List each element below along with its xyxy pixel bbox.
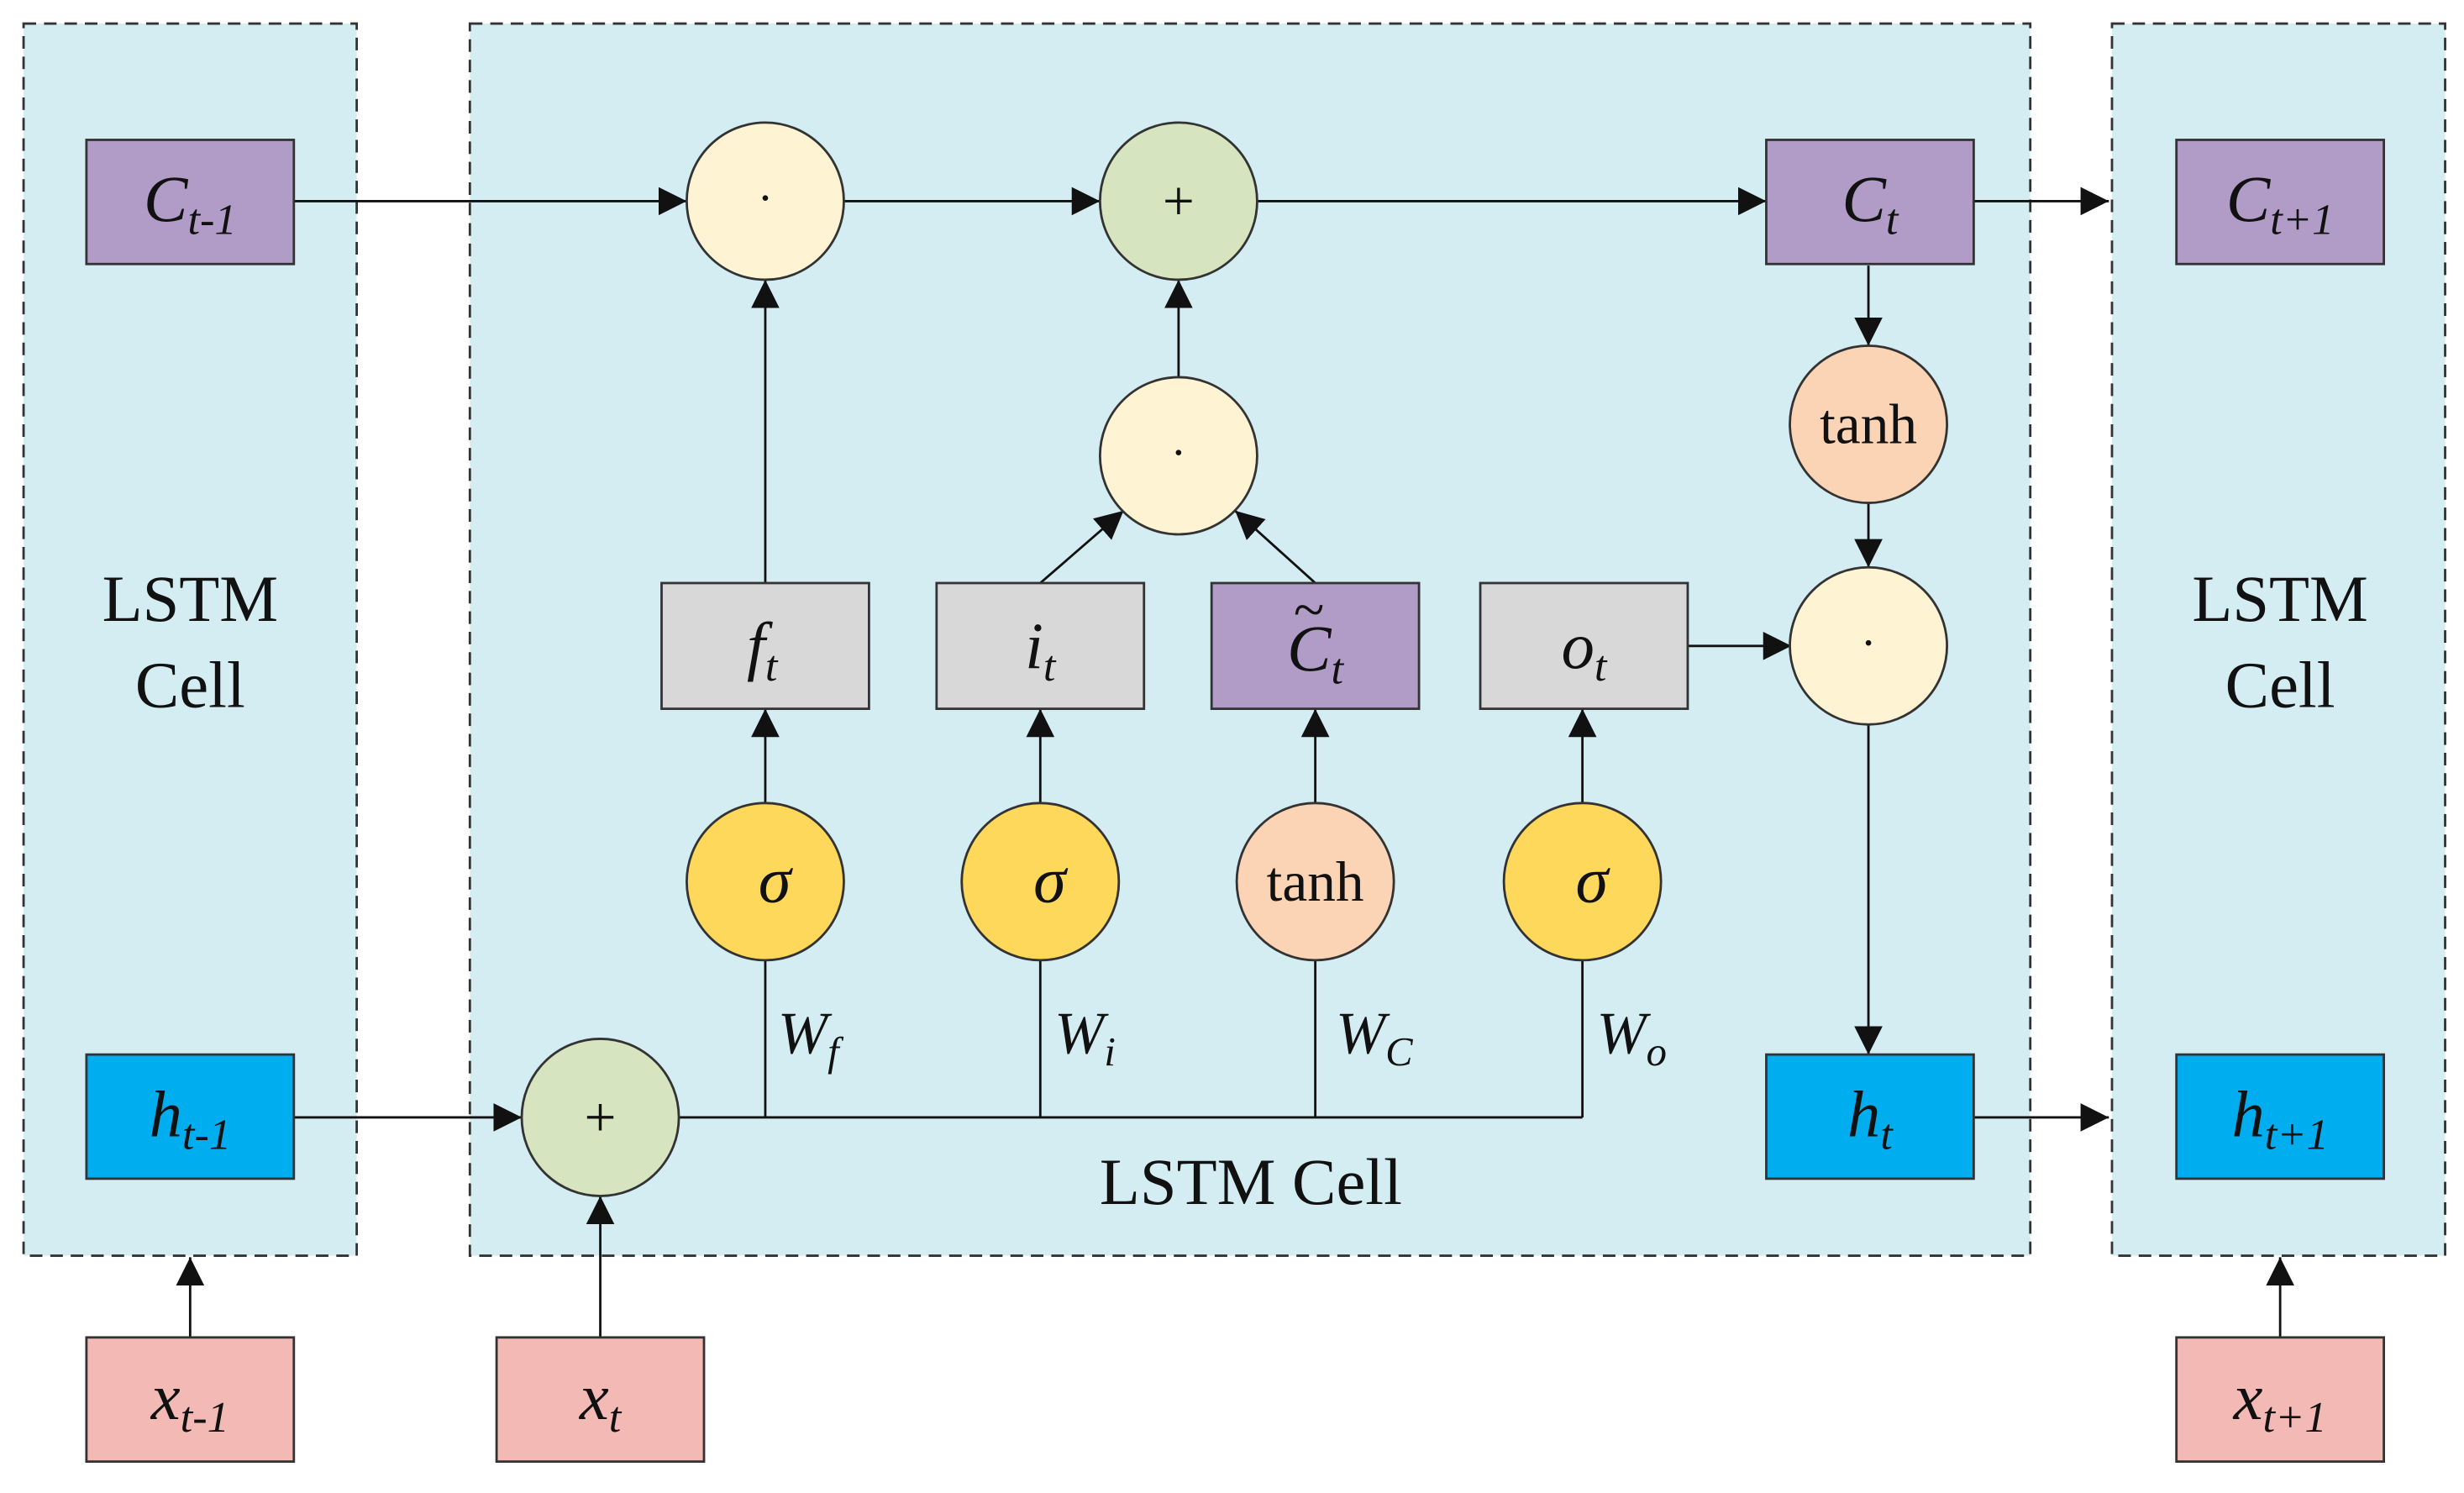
c-t-box	[1765, 139, 1975, 265]
sigma-input-label: σ	[1033, 844, 1069, 917]
input-multiply-node	[1098, 376, 1258, 536]
arrow-ctilde-to-input-mult	[1234, 509, 1316, 585]
weight-wc-label: WC	[1336, 1001, 1413, 1075]
cell-add-symbol: +	[1163, 170, 1195, 233]
weight-wo-label: Wo	[1596, 1001, 1667, 1075]
input-multiply-symbol: ·	[1171, 427, 1187, 479]
output-multiply-symbol: ·	[1861, 618, 1877, 670]
c-t-label: Ct	[1841, 163, 1899, 244]
concat-add-node	[520, 1038, 680, 1197]
weight-wf-label: Wf	[778, 1001, 844, 1075]
input-gate-label: it	[1025, 609, 1057, 691]
x-t-box	[495, 1336, 706, 1463]
c-prev-label: Ct-1	[144, 163, 237, 244]
forget-gate-label: ft	[747, 609, 779, 691]
x-prev-box	[85, 1336, 296, 1463]
sigma-forget-node	[686, 802, 845, 962]
h-t-box	[1765, 1053, 1975, 1180]
sigma-output-node	[1502, 802, 1663, 962]
candidate-box	[1210, 581, 1421, 711]
x-next-label: xt+1	[2233, 1360, 2327, 1442]
h-next-label: ht+1	[2231, 1077, 2328, 1159]
x-prev-label: xt-1	[150, 1360, 229, 1442]
h-prev-box	[85, 1053, 296, 1180]
weight-wi-label: Wi	[1054, 1001, 1116, 1075]
candidate-label: Ct	[1287, 612, 1344, 694]
cell-add-node	[1098, 121, 1258, 281]
h-next-box	[2175, 1053, 2385, 1180]
c-next-box	[2175, 139, 2385, 265]
sigma-output-label: σ	[1575, 844, 1610, 917]
concat-add-symbol: +	[585, 1086, 617, 1149]
candidate-tilde: ~	[1294, 578, 1324, 641]
center-cell-label: LSTM Cell	[1100, 1145, 1402, 1218]
h-prev-label: ht-1	[150, 1077, 231, 1159]
x-t-label: xt	[579, 1360, 623, 1442]
c-next-label: Ct+1	[2226, 163, 2334, 244]
h-t-label: ht	[1847, 1077, 1894, 1159]
left-cell-label-line1: LSTM	[102, 562, 278, 635]
sigma-forget-label: σ	[759, 844, 794, 917]
connectors	[176, 187, 2294, 1338]
output-gate-label: ot	[1562, 609, 1608, 691]
arrow-it-to-input-mult	[1039, 509, 1125, 585]
tanh-candidate-label: tanh	[1267, 850, 1364, 913]
output-tanh-node	[1789, 344, 1948, 504]
c-prev-box	[85, 139, 296, 265]
right-cell-label-line2: Cell	[2225, 649, 2335, 722]
output-multiply-node	[1789, 565, 1948, 726]
right-cell-label-line1: LSTM	[2192, 562, 2367, 635]
input-gate-box	[935, 581, 1146, 711]
output-tanh-label: tanh	[1820, 392, 1917, 455]
tanh-candidate-node	[1235, 802, 1395, 962]
x-next-box	[2175, 1336, 2385, 1463]
forget-multiply-symbol: ·	[758, 172, 774, 224]
left-cell-label-line2: Cell	[135, 649, 245, 722]
forget-gate-box	[660, 581, 870, 711]
sigma-input-node	[960, 802, 1121, 962]
output-gate-box	[1479, 581, 1689, 711]
forget-multiply-node	[686, 121, 845, 281]
